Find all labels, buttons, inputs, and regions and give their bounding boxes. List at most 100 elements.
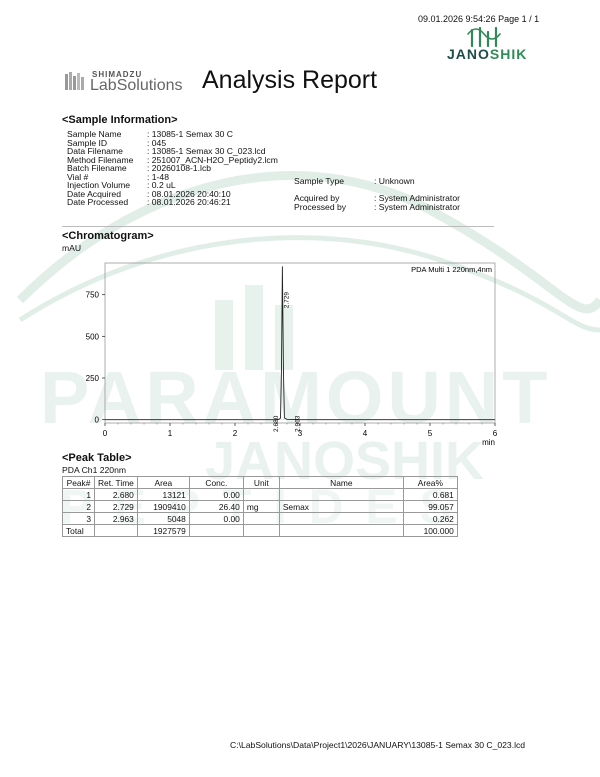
info-value: : 13085-1 Semax 30 C: [147, 129, 233, 139]
y-tick-label: 750: [86, 291, 100, 300]
x-tick-label: 2: [233, 429, 238, 438]
info-row: Data Filename : 13085-1 Semax 30 C_023.lc…: [67, 147, 278, 156]
info-value: : 0.2 uL: [147, 180, 176, 190]
peak-label: 2.963: [295, 415, 302, 432]
peak-cell: [242, 524, 280, 537]
peak-cell: 2.729: [94, 500, 138, 513]
peak-cell: 0.681: [402, 488, 458, 501]
col-conc: Conc.: [188, 476, 244, 489]
peak-cell: 2.680: [94, 488, 138, 501]
peak-table-header-row: Peak# Ret. Time Area Conc. Unit Name Are…: [62, 476, 458, 489]
peak-cell: 1927579: [136, 524, 190, 537]
info-row: Vial # : 1-48: [67, 171, 278, 182]
info-value: : System Administrator: [374, 201, 460, 212]
info-row: Injection Volume: 0.2 uL: [67, 181, 278, 190]
info-value: : 251007_ACN-H2O_Peptidy2.lcm: [147, 154, 278, 165]
peak-cell: [278, 488, 404, 501]
peak-total-row: Total 1927579 100.000: [62, 524, 458, 537]
peak-label: 2.729: [283, 292, 290, 309]
info-key: Date Processed: [67, 197, 129, 207]
peak-cell: 3: [62, 512, 95, 525]
peak-cell: 13121: [136, 488, 190, 501]
info-row: Sample ID: 045: [67, 137, 278, 148]
y-tick-label: 250: [86, 374, 100, 383]
peak-table-channel: PDA Ch1 220nm: [62, 465, 127, 475]
info-key: Batch Filename: [67, 163, 127, 173]
info-key: Sample Name: [67, 129, 122, 139]
section-divider: [62, 226, 494, 227]
peak-cell: 26.40: [188, 500, 244, 513]
peak-cell: 2.963: [94, 512, 138, 525]
x-axis-label: min: [482, 438, 495, 447]
x-tick-label: 4: [363, 429, 368, 438]
info-row: Batch Filename : 20260108-1.lcb: [67, 164, 278, 173]
info-value: : 08.01.2026 20:40:10: [147, 188, 231, 199]
peak-cell: 0.00: [188, 488, 244, 501]
info-row: Processed by: System Administrator: [294, 201, 460, 212]
peak-label: 2.680: [273, 415, 280, 432]
info-key: Data Filename: [67, 146, 123, 156]
col-area-pct: Area%: [402, 476, 458, 489]
y-tick-label: 500: [86, 332, 100, 341]
x-tick-label: 1: [168, 429, 173, 438]
labsolutions-logo-icon: [65, 72, 84, 90]
x-tick-label: 5: [428, 429, 433, 438]
peak-cell: 100.000: [402, 524, 458, 537]
info-value: : 20260108-1.lcb: [147, 163, 212, 173]
x-tick-label: 0: [103, 429, 108, 438]
info-key: Date Acquired: [67, 188, 121, 199]
info-value: : System Administrator: [374, 193, 460, 203]
y-tick-label: 0: [95, 416, 100, 425]
series-line: [105, 266, 495, 421]
info-key: Sample ID: [67, 137, 108, 148]
info-value: : 08.01.2026 20:46:21: [147, 197, 231, 207]
peak-cell: [242, 512, 280, 525]
peak-cell: mg: [242, 500, 280, 513]
sample-info-heading: <Sample Information>: [62, 114, 178, 126]
peak-cell: [278, 524, 404, 537]
peak-table: Peak# Ret. Time Area Conc. Unit Name Are…: [62, 476, 458, 537]
col-ret-time: Ret. Time: [94, 476, 138, 489]
info-key: Sample Type: [294, 176, 345, 186]
peak-cell: 99.057: [402, 500, 458, 513]
info-value: : Unknown: [374, 176, 415, 186]
chromatogram-ylabel: mAU: [62, 243, 82, 253]
report-title: Analysis Report: [202, 66, 378, 94]
brand-part1: JANO: [447, 46, 490, 62]
peak-cell: [188, 524, 244, 537]
peak-cell: 1: [62, 488, 95, 501]
info-row: Date Acquired : 08.01.2026 20:40:10: [67, 188, 278, 199]
col-name: Name: [278, 476, 404, 489]
info-row: Method Filename : 251007_ACN-H2O_Peptidy2…: [67, 154, 278, 165]
footer-file-path: C:\LabSolutions\Data\Project1\2026\JANUA…: [230, 740, 526, 750]
x-tick-label: 6: [493, 429, 498, 438]
shimadzu-label: SHIMADZU: [92, 70, 143, 79]
peak-cell: 2: [62, 500, 95, 513]
peak-cell: 0.262: [402, 512, 458, 525]
peak-cell: Total: [62, 524, 95, 537]
plot-frame: [104, 262, 496, 424]
info-key: Acquired by: [294, 193, 340, 203]
info-value: : 13085-1 Semax 30 C_023.lcd: [147, 146, 266, 156]
info-row: Acquired by : System Administrator: [294, 194, 460, 203]
peak-cell: 1909410: [136, 500, 190, 513]
info-key: Vial #: [67, 171, 89, 182]
legend-label: PDA Multi 1 220nm,4nm: [411, 265, 492, 274]
peak-cell: 0.00: [188, 512, 244, 525]
info-row: Sample Type : Unknown: [294, 177, 460, 186]
info-row: Date Processed : 08.01.2026 20:46:21: [67, 198, 278, 207]
info-key: Method Filename: [67, 154, 134, 165]
chromatogram-heading: <Chromatogram>: [62, 230, 154, 242]
info-value: : 1-48: [147, 171, 169, 182]
peak-cell: [94, 524, 138, 537]
x-tick-label: 3: [298, 429, 303, 438]
peak-table-heading: <Peak Table>: [62, 452, 132, 464]
peak-cell: [278, 512, 404, 525]
peak-cell: Semax: [278, 500, 404, 513]
info-row: Sample Name : 13085-1 Semax 30 C: [67, 130, 278, 139]
